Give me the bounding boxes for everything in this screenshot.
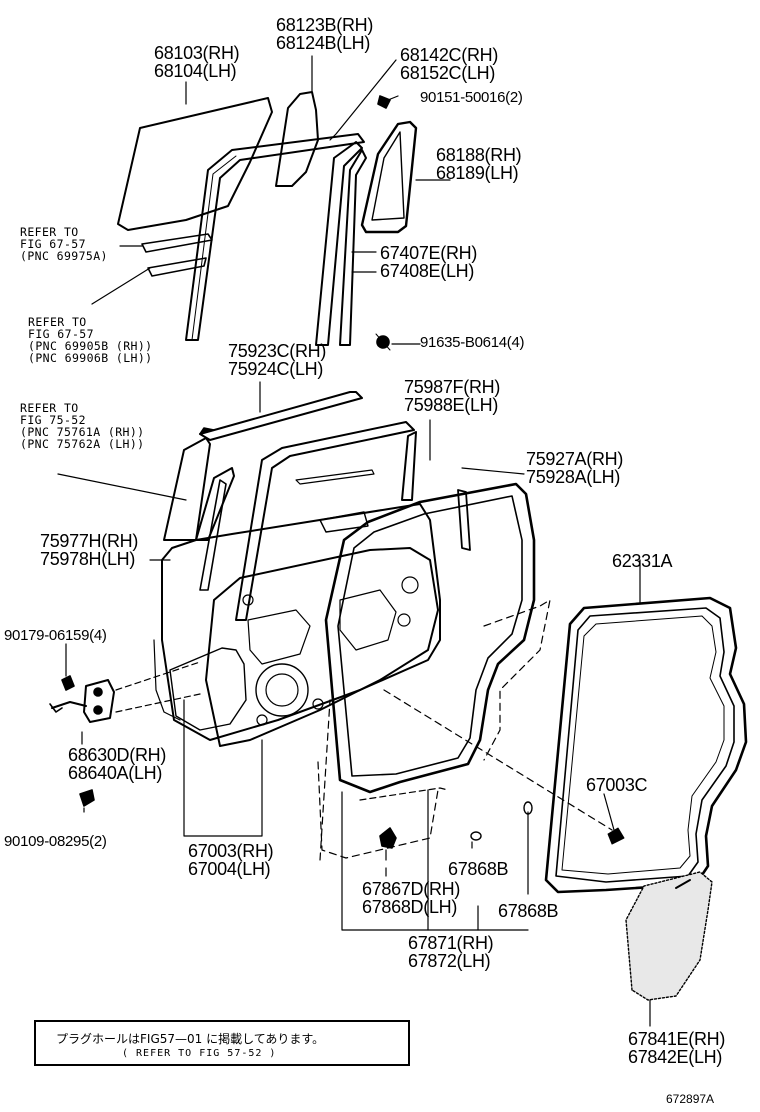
part-label-90179: 90179-06159(4) bbox=[4, 627, 107, 644]
glass-run-channel bbox=[185, 133, 365, 341]
figure-id: 672897A bbox=[666, 1092, 715, 1106]
door-hinge bbox=[49, 661, 201, 807]
frame-moulding bbox=[235, 421, 417, 621]
part-label-67003c: 67003C bbox=[586, 775, 648, 795]
part-label-68142c: 68142C(RH)68152C(LH) bbox=[400, 45, 499, 83]
part-label-90151: 90151-50016(2) bbox=[420, 89, 523, 106]
part-label-68188: 68188(RH)68189(LH) bbox=[436, 145, 522, 183]
leader-lines bbox=[57, 55, 651, 1027]
quarter-window-glass bbox=[360, 120, 418, 234]
plug-hole-note-box: プラグホールはFIG57—01 に掲載してあります。 ( REFER TO FI… bbox=[34, 1020, 410, 1066]
door-weatherstrip bbox=[324, 482, 536, 801]
glass-filler-piece bbox=[275, 91, 319, 187]
door-glass bbox=[117, 97, 273, 231]
inner-door-panel bbox=[205, 469, 439, 747]
part-label-67003: 67003(RH)67004(LH) bbox=[188, 841, 274, 879]
part-label-75923c: 75923C(RH)75924C(LH) bbox=[228, 341, 327, 379]
part-label-90109: 90109-08295(2) bbox=[4, 833, 107, 850]
clip-67003c bbox=[607, 827, 625, 845]
screw-91635 bbox=[375, 333, 391, 351]
note-english-text: ( REFER TO FIG 57-52 ) bbox=[122, 1048, 277, 1059]
service-hole-cover bbox=[625, 871, 713, 1001]
service-hole-outline bbox=[317, 599, 613, 861]
part-label-67871: 67871(RH)67872(LH) bbox=[408, 933, 494, 971]
part-label-62331a: 62331A bbox=[612, 551, 673, 571]
part-label-67867d: 67867D(RH)67868D(LH) bbox=[362, 879, 461, 917]
belt-moulding-outer bbox=[199, 391, 363, 441]
part-label-75987f: 75987F(RH)75988E(LH) bbox=[404, 377, 501, 415]
part-label-91635: 91635-B0614(4) bbox=[420, 334, 525, 351]
fastener-67868b bbox=[470, 801, 533, 841]
part-label-67841e: 67841E(RH)67842E(LH) bbox=[628, 1029, 726, 1067]
part-label-67868b-2: 67868B bbox=[498, 901, 559, 921]
front-quarter-trim bbox=[163, 437, 235, 591]
part-label-75927a: 75927A(RH)75928A(LH) bbox=[526, 449, 624, 487]
note-japanese-text: プラグホールはFIG57—01 に掲載してあります。 bbox=[56, 1032, 325, 1046]
part-label-68630d: 68630D(RH)68640A(LH) bbox=[68, 745, 167, 783]
part-label-75977h: 75977H(RH)75978H(LH) bbox=[40, 531, 139, 569]
fastener-67867 bbox=[379, 827, 397, 861]
window-lift-bracket bbox=[141, 233, 213, 277]
part-label-67407e: 67407E(RH)67408E(LH) bbox=[380, 243, 478, 281]
part-label-67868b-1: 67868B bbox=[448, 859, 509, 879]
part-label-68123b: 68123B(RH)68124B(LH) bbox=[276, 15, 374, 53]
door-opening-trim bbox=[544, 596, 748, 894]
screw-90151 bbox=[377, 95, 391, 109]
division-bar bbox=[315, 141, 367, 346]
part-label-68103: 68103(RH)68104(LH) bbox=[154, 43, 240, 81]
